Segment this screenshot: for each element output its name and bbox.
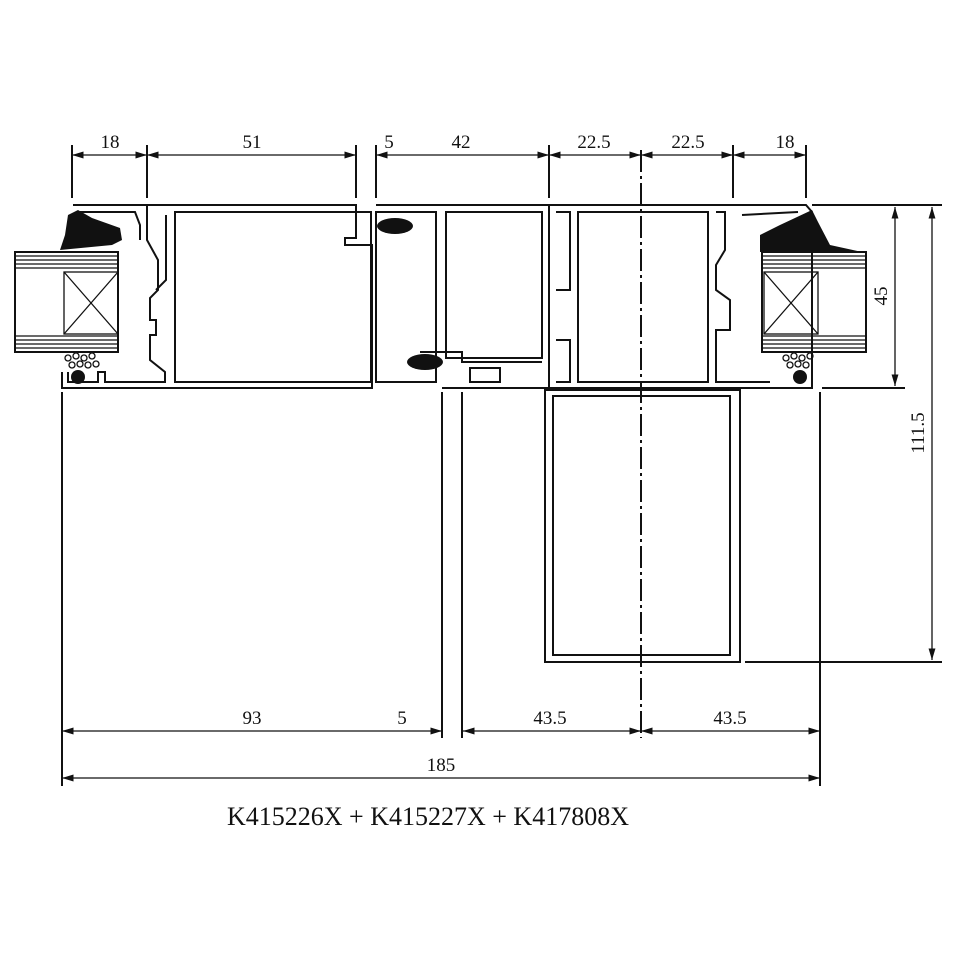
- lower-box-profile: [544, 389, 741, 663]
- dim-bottom-3: 43.5: [533, 708, 566, 729]
- bottom-dimensions: 93 5 43.5 43.5 185: [61, 392, 821, 786]
- drawing-title: K415226X + K415227X + K417808X: [227, 802, 629, 831]
- dim-frame-depth: 45: [871, 287, 892, 306]
- sash-profile: [376, 204, 550, 389]
- left-frame-profile: [61, 204, 437, 389]
- dim-top-1: 18: [101, 132, 120, 153]
- extension-lines: [71, 145, 807, 198]
- dim-total-depth: 111.5: [908, 412, 929, 453]
- left-glazing-unit: [14, 251, 119, 353]
- dim-top-6: 22.5: [671, 132, 704, 153]
- gaskets: [60, 210, 862, 384]
- dim-bottom-1: 93: [243, 708, 262, 729]
- dim-top-4: 42: [452, 132, 471, 153]
- right-glazing-unit: [761, 251, 867, 353]
- dim-top-7: 18: [776, 132, 795, 153]
- top-dimension-chain: 18 51 5 42 22.5 22.5 18: [71, 132, 807, 198]
- dim-bottom-2: 5: [397, 708, 407, 729]
- dim-top-3: 5: [384, 132, 394, 153]
- dim-overall-width: 185: [427, 755, 456, 776]
- right-dimensions: 45 111.5: [745, 204, 942, 663]
- dim-top-2: 51: [243, 132, 262, 153]
- dim-top-5: 22.5: [577, 132, 610, 153]
- dim-bottom-4: 43.5: [713, 708, 746, 729]
